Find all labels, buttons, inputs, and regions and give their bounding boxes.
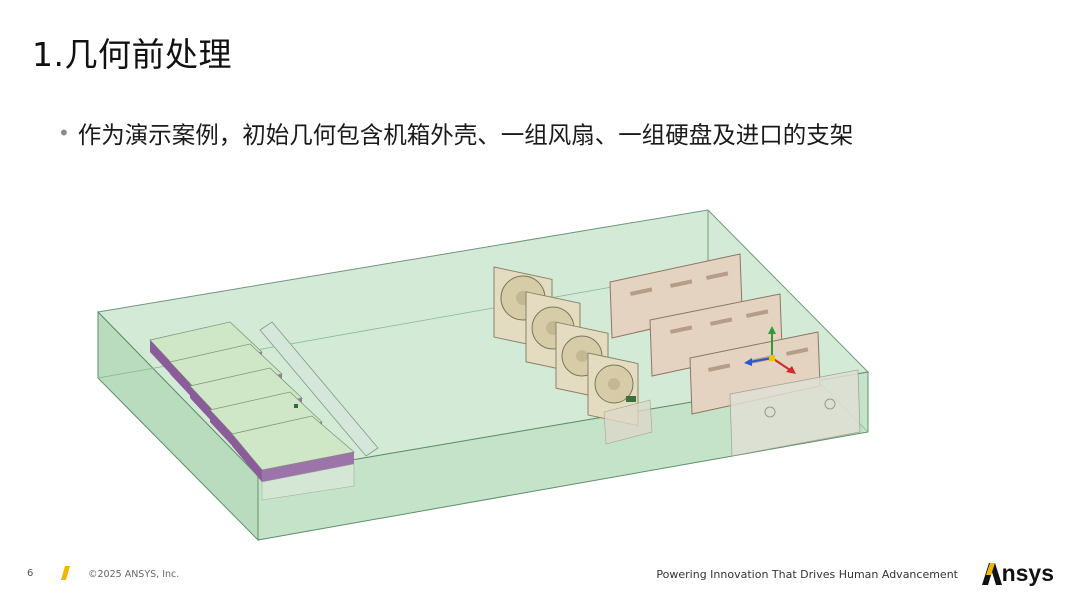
ansys-logo: nsys <box>981 560 1054 587</box>
bullet-text: 作为演示案例，初始几何包含机箱外壳、一组风扇、一组硬盘及进口的支架 <box>77 121 854 149</box>
page-number: 6 <box>27 568 34 579</box>
fan-group <box>493 266 653 445</box>
tagline: Powering Innovation That Drives Human Ad… <box>656 568 958 581</box>
ansys-slash-icon <box>61 566 70 580</box>
axis-triad-icon <box>744 326 796 374</box>
inlet-bracket-front <box>259 321 379 457</box>
ansys-logo-text: nsys <box>1001 560 1054 586</box>
bullet-item: • 作为演示案例，初始几何包含机箱外壳、一组风扇、一组硬盘及进口的支架 <box>58 116 853 150</box>
bullet-dot-icon: • <box>58 121 70 145</box>
drive-bracket-group <box>609 253 861 457</box>
ansys-logo-a-icon <box>981 562 1002 585</box>
copyright: ©2025 ANSYS, Inc. <box>88 569 180 580</box>
hard-drive-group <box>149 321 355 501</box>
slide-title: 1.几何前处理 <box>32 35 232 74</box>
